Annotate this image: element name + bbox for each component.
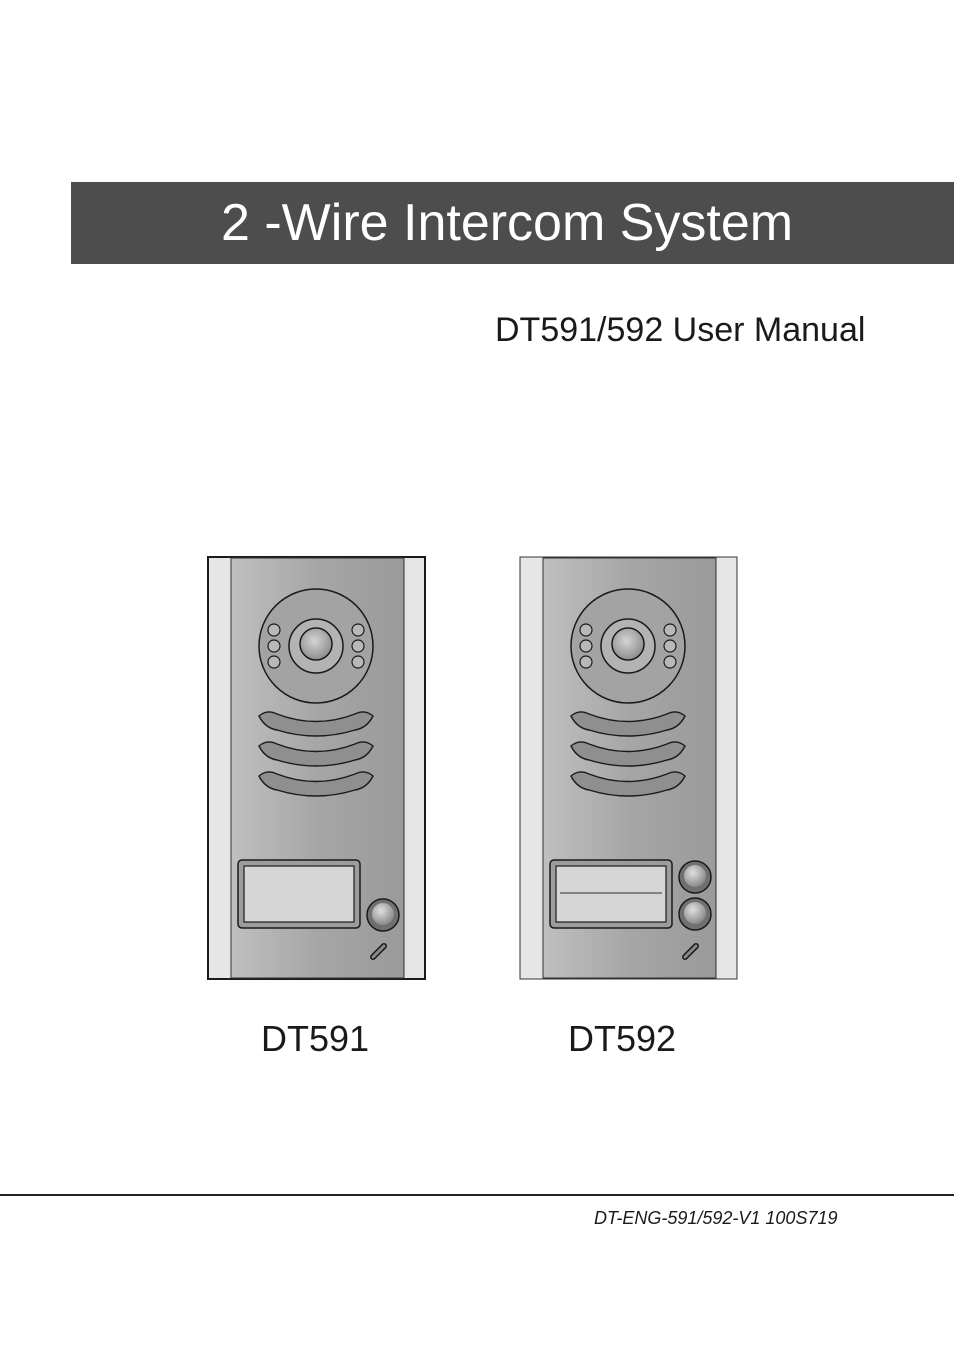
call-button-1-cap <box>684 865 706 887</box>
call-button-cap <box>372 903 394 925</box>
dt592-label: DT592 <box>568 1018 677 1059</box>
speaker-grille-icon <box>258 711 374 797</box>
call-button-2-cap <box>684 902 706 924</box>
camera-lens-icon <box>611 627 645 661</box>
dt591-label: DT591 <box>261 1018 370 1059</box>
page-subtitle: DT591/592 User Manual <box>495 311 866 349</box>
dt592-panel-illustration <box>519 556 738 980</box>
title-banner: 2 -Wire Intercom System <box>71 182 954 264</box>
camera-lens-icon <box>299 627 333 661</box>
ir-led-icons <box>267 623 365 669</box>
page-title: 2 -Wire Intercom System <box>221 194 794 252</box>
speaker-grille-icon <box>570 711 686 797</box>
ir-led-icons <box>579 623 677 669</box>
name-card-window <box>243 865 355 923</box>
name-card-window <box>555 865 667 923</box>
document-code: DT-ENG-591/592-V1 100S719 <box>594 1208 838 1228</box>
dt591-panel-illustration <box>207 556 426 980</box>
footer-divider <box>0 1194 954 1196</box>
